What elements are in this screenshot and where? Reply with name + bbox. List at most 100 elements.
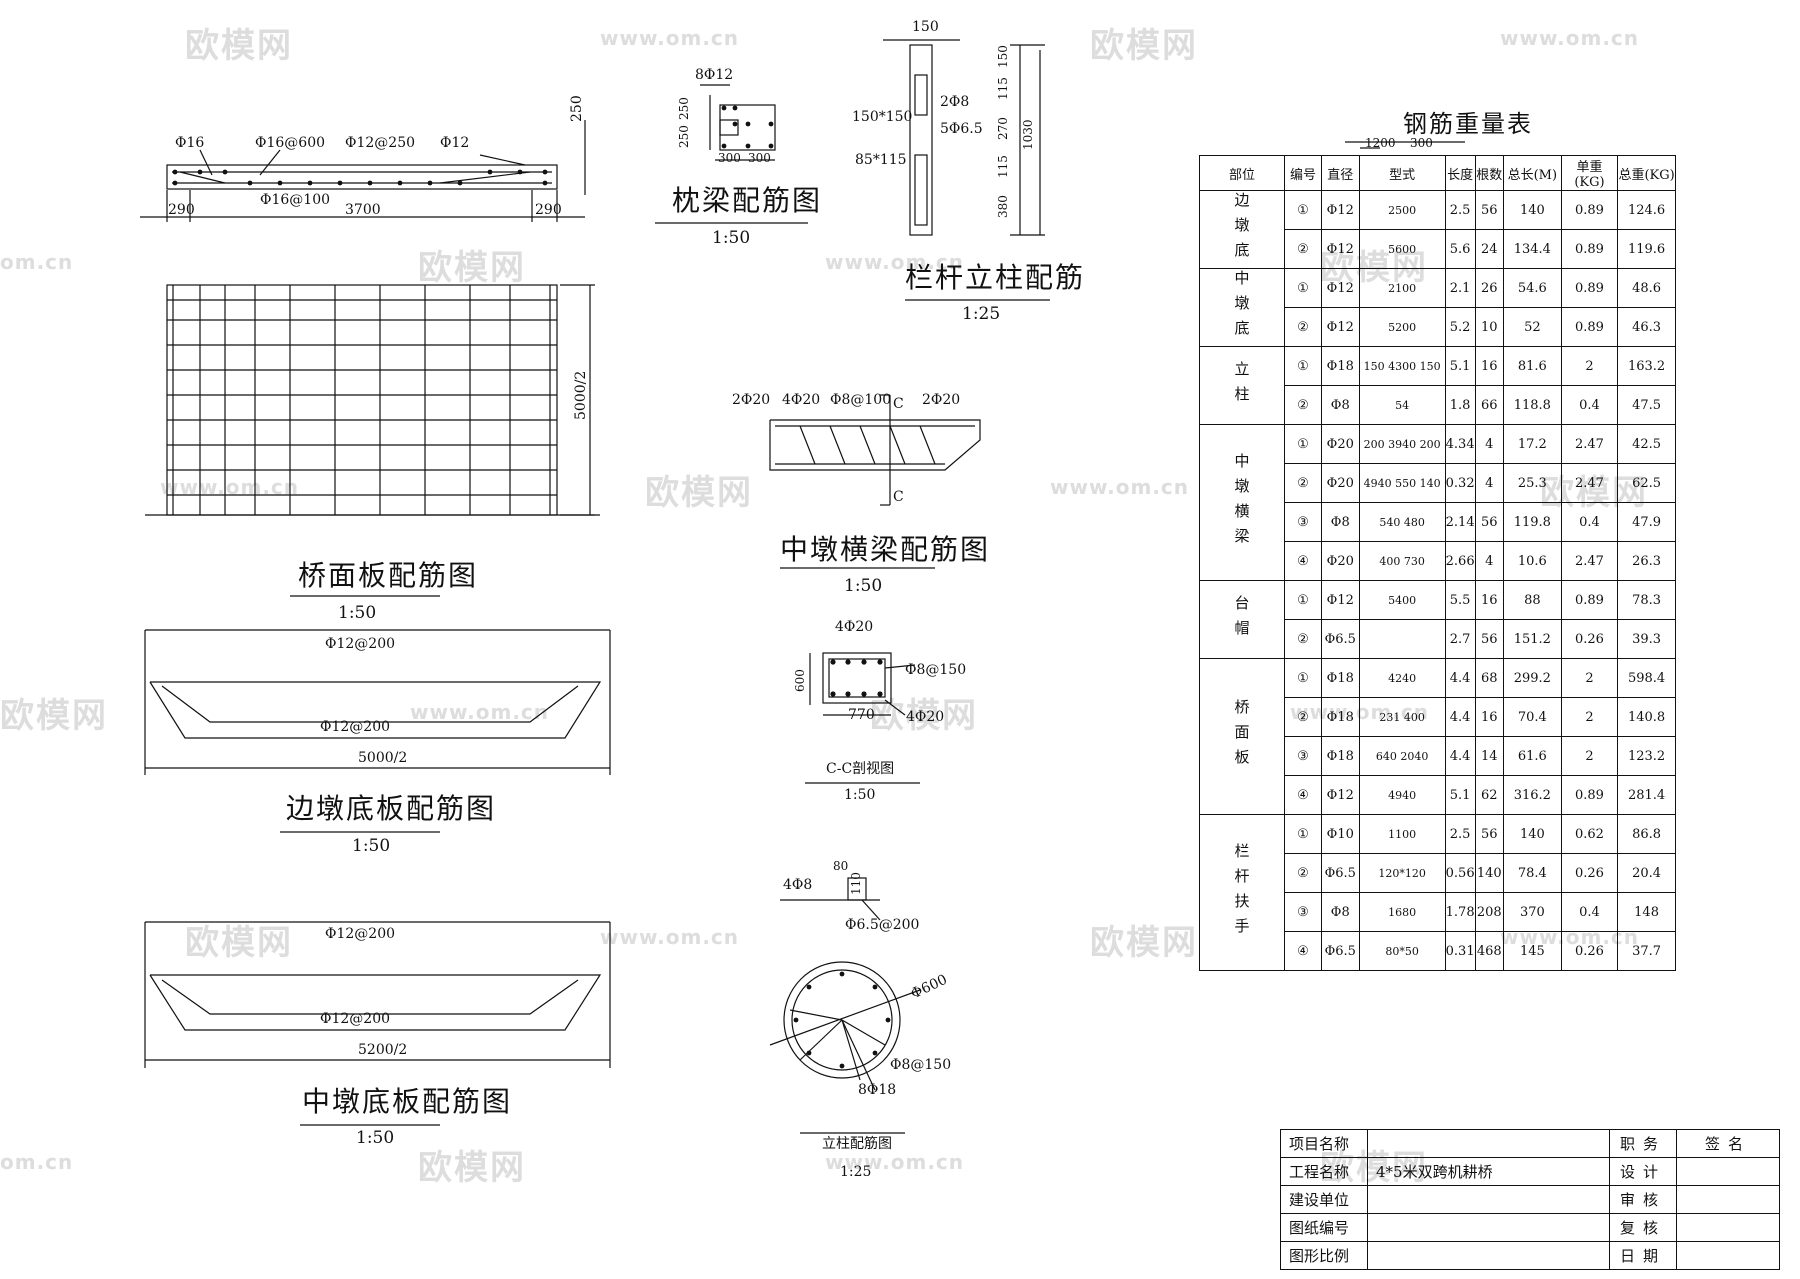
bar-shape [1358,619,1446,659]
title-block-row: 图形比例 日期 [1280,1241,1780,1270]
bar-number: ② [1284,463,1322,503]
column-header: 长度 [1444,155,1476,191]
middle-pier-beam-label: 2Φ20 [922,392,961,408]
bar-total-length: 25.3 [1502,463,1562,503]
pillow-beam-label: 8Φ12 [695,67,734,83]
cc-section-label: 4Φ20 [835,619,874,635]
bar-shape: 150 4300 150 [1358,346,1446,386]
bar-total-weight: 46.3 [1617,307,1676,347]
bar-number: ① [1284,346,1322,386]
pillow-beam-label: 300 [718,151,741,165]
column-scale: 1:25 [840,1164,872,1180]
bar-diameter: Φ20 [1320,541,1360,581]
bar-number: ② [1284,697,1322,737]
project-name-value [1367,1129,1610,1158]
bar-total-length: 299.2 [1502,658,1562,698]
middle-pier-beam-label: C [893,489,904,505]
design-sign [1676,1157,1780,1186]
bar-shape: 80*50 [1358,931,1446,971]
scale-label: 图形比例 [1280,1241,1368,1270]
bar-diameter: Φ10 [1320,814,1360,854]
bar-total-length: 316.2 [1502,775,1562,815]
railing-post-label: 85*115 [855,152,907,168]
column-header: 直径 [1320,155,1360,191]
watermark-url: om.cn [0,1150,74,1174]
rebar-weight-table: 部位 编号 直径 型式 长度 根数 总长(M) 单重(KG) 总重(KG) 边墩… [1199,155,1676,971]
bar-total-length: 54.6 [1502,268,1562,308]
bar-diameter: Φ8 [1320,892,1360,932]
title-block-row: 建设单位 审核 [1280,1185,1780,1214]
bar-diameter: Φ12 [1320,229,1360,269]
bar-number: ① [1284,424,1322,464]
column-section [769,961,921,1134]
bar-total-length: 151.2 [1502,619,1562,659]
bar-diameter: Φ8 [1320,502,1360,542]
column-header: 编号 [1284,155,1322,191]
date-value [1676,1241,1780,1270]
title-block-row: 工程名称 4*5米双跨机耕桥 设计 [1280,1157,1780,1186]
bar-total-length: 140 [1502,814,1562,854]
bar-length: 5.6 [1444,229,1476,269]
bar-total-weight: 20.4 [1617,853,1676,893]
watermark-url: www.om.cn [825,1150,965,1174]
deck-slab-label: 3700 [345,202,381,218]
bar-number: ④ [1284,931,1322,971]
bar-unit-weight: 0.89 [1560,190,1619,230]
bar-total-weight: 42.5 [1617,424,1676,464]
bar-unit-weight: 0.26 [1560,853,1619,893]
pillow-beam-section [655,84,808,224]
bar-count: 56 [1474,190,1504,230]
bar-diameter: Φ8 [1320,385,1360,425]
deck-slab-dots [172,169,548,186]
bar-shape: 231 400 [1358,697,1446,737]
pillow-beam-label: 250 [677,97,691,120]
handrail-detail [780,877,881,921]
handrail-label: 80 [833,859,849,873]
sign-header: 签名 [1676,1129,1780,1158]
railing-post-scale: 1:25 [962,304,1001,324]
pillow-beam-scale: 1:50 [712,228,751,248]
bar-length: 5.5 [1444,580,1476,620]
bar-length: 0.56 [1444,853,1476,893]
side-pier-base-label: Φ12@200 [320,719,391,735]
bar-unit-weight: 2.47 [1560,541,1619,581]
bar-total-length: 78.4 [1502,853,1562,893]
bar-shape: 5200 [1358,307,1446,347]
railing-post-label: 150*150 [852,109,913,125]
bar-total-weight: 47.5 [1617,385,1676,425]
deck-slab-scale: 1:50 [338,603,377,623]
railing-post-label: 115 [996,77,1010,100]
bar-count: 68 [1474,658,1504,698]
bar-diameter: Φ6.5 [1320,931,1360,971]
bar-total-weight: 78.3 [1617,580,1676,620]
column-label: Φ8@150 [890,1057,952,1073]
title-block: 项目名称 职务 签名 工程名称 4*5米双跨机耕桥 设计 建设单位 审核 图纸编… [1280,1129,1780,1270]
middle-pier-beam-label: 4Φ20 [782,392,821,408]
deck-slab-label: Φ16@600 [255,135,326,151]
middle-pier-base-scale: 1:50 [356,1128,395,1148]
bar-diameter: Φ18 [1320,658,1360,698]
bar-count: 4 [1474,424,1504,464]
bar-diameter: Φ20 [1320,463,1360,503]
part-cell: 立柱 [1199,346,1285,425]
railing-post-label: 5Φ6.5 [940,121,983,137]
bar-unit-weight: 0.89 [1560,307,1619,347]
deck-slab-label: Φ16 [175,135,205,151]
bar-total-length: 370 [1502,892,1562,932]
recheck-label: 复核 [1609,1213,1677,1242]
watermark-url: om.cn [0,250,74,274]
bar-shape: 5600 [1358,229,1446,269]
bar-diameter: Φ6.5 [1320,853,1360,893]
bar-count: 56 [1474,619,1504,659]
side-pier-base-scale: 1:50 [352,836,391,856]
bar-length: 0.32 [1444,463,1476,503]
watermark-url: www.om.cn [410,700,550,724]
middle-pier-beam-title: 中墩横梁配筋图 [780,533,991,566]
column-header: 根数 [1474,155,1504,191]
bar-length: 5.2 [1444,307,1476,347]
handrail-label: Φ6.5@200 [845,917,920,933]
pillow-beam-label: 300 [748,151,771,165]
